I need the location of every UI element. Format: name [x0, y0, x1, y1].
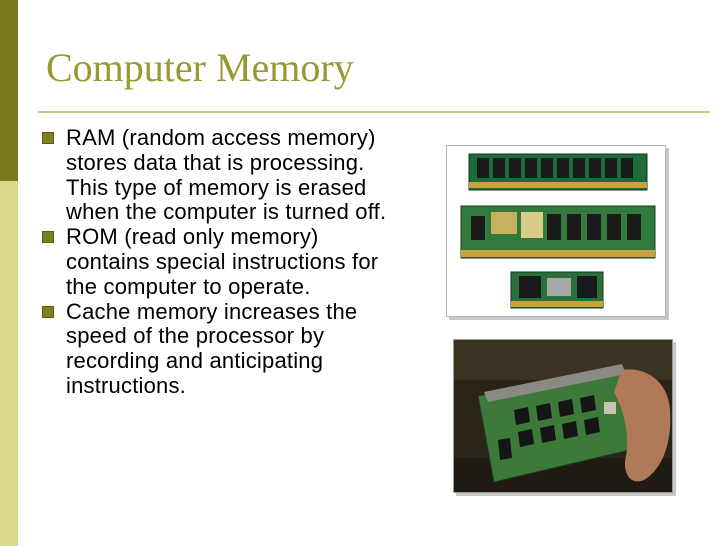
slide-title: Computer Memory	[46, 45, 354, 90]
memory-board-photo	[453, 339, 673, 493]
ram-stick-icon	[468, 153, 648, 191]
square-bullet-icon	[42, 231, 54, 244]
bullet-item: Cache memory increases the speed of the …	[42, 298, 402, 399]
hand-icon	[614, 369, 671, 482]
square-bullet-icon	[42, 305, 54, 318]
ram-stick-icon	[510, 271, 604, 309]
bullet-text: Cache memory increases the speed of the …	[66, 298, 358, 398]
bullet-item: RAM (random access memory) stores data t…	[42, 125, 402, 225]
square-bullet-icon	[42, 132, 54, 144]
accent-bar-dark	[0, 0, 18, 181]
memory-chip-icon	[498, 395, 600, 460]
bullet-list: RAM (random access memory) stores data t…	[42, 125, 402, 399]
accent-bar-light	[0, 181, 18, 546]
left-accent-bar	[0, 0, 18, 546]
bullet-item: ROM (read only memory) contains special …	[42, 224, 402, 299]
ram-modules-photo	[446, 145, 666, 317]
bullet-text: ROM (read only memory) contains special …	[66, 224, 379, 299]
ram-stick-icon	[460, 205, 656, 259]
title-divider	[38, 111, 710, 113]
bullet-text: RAM (random access memory) stores data t…	[66, 125, 387, 225]
